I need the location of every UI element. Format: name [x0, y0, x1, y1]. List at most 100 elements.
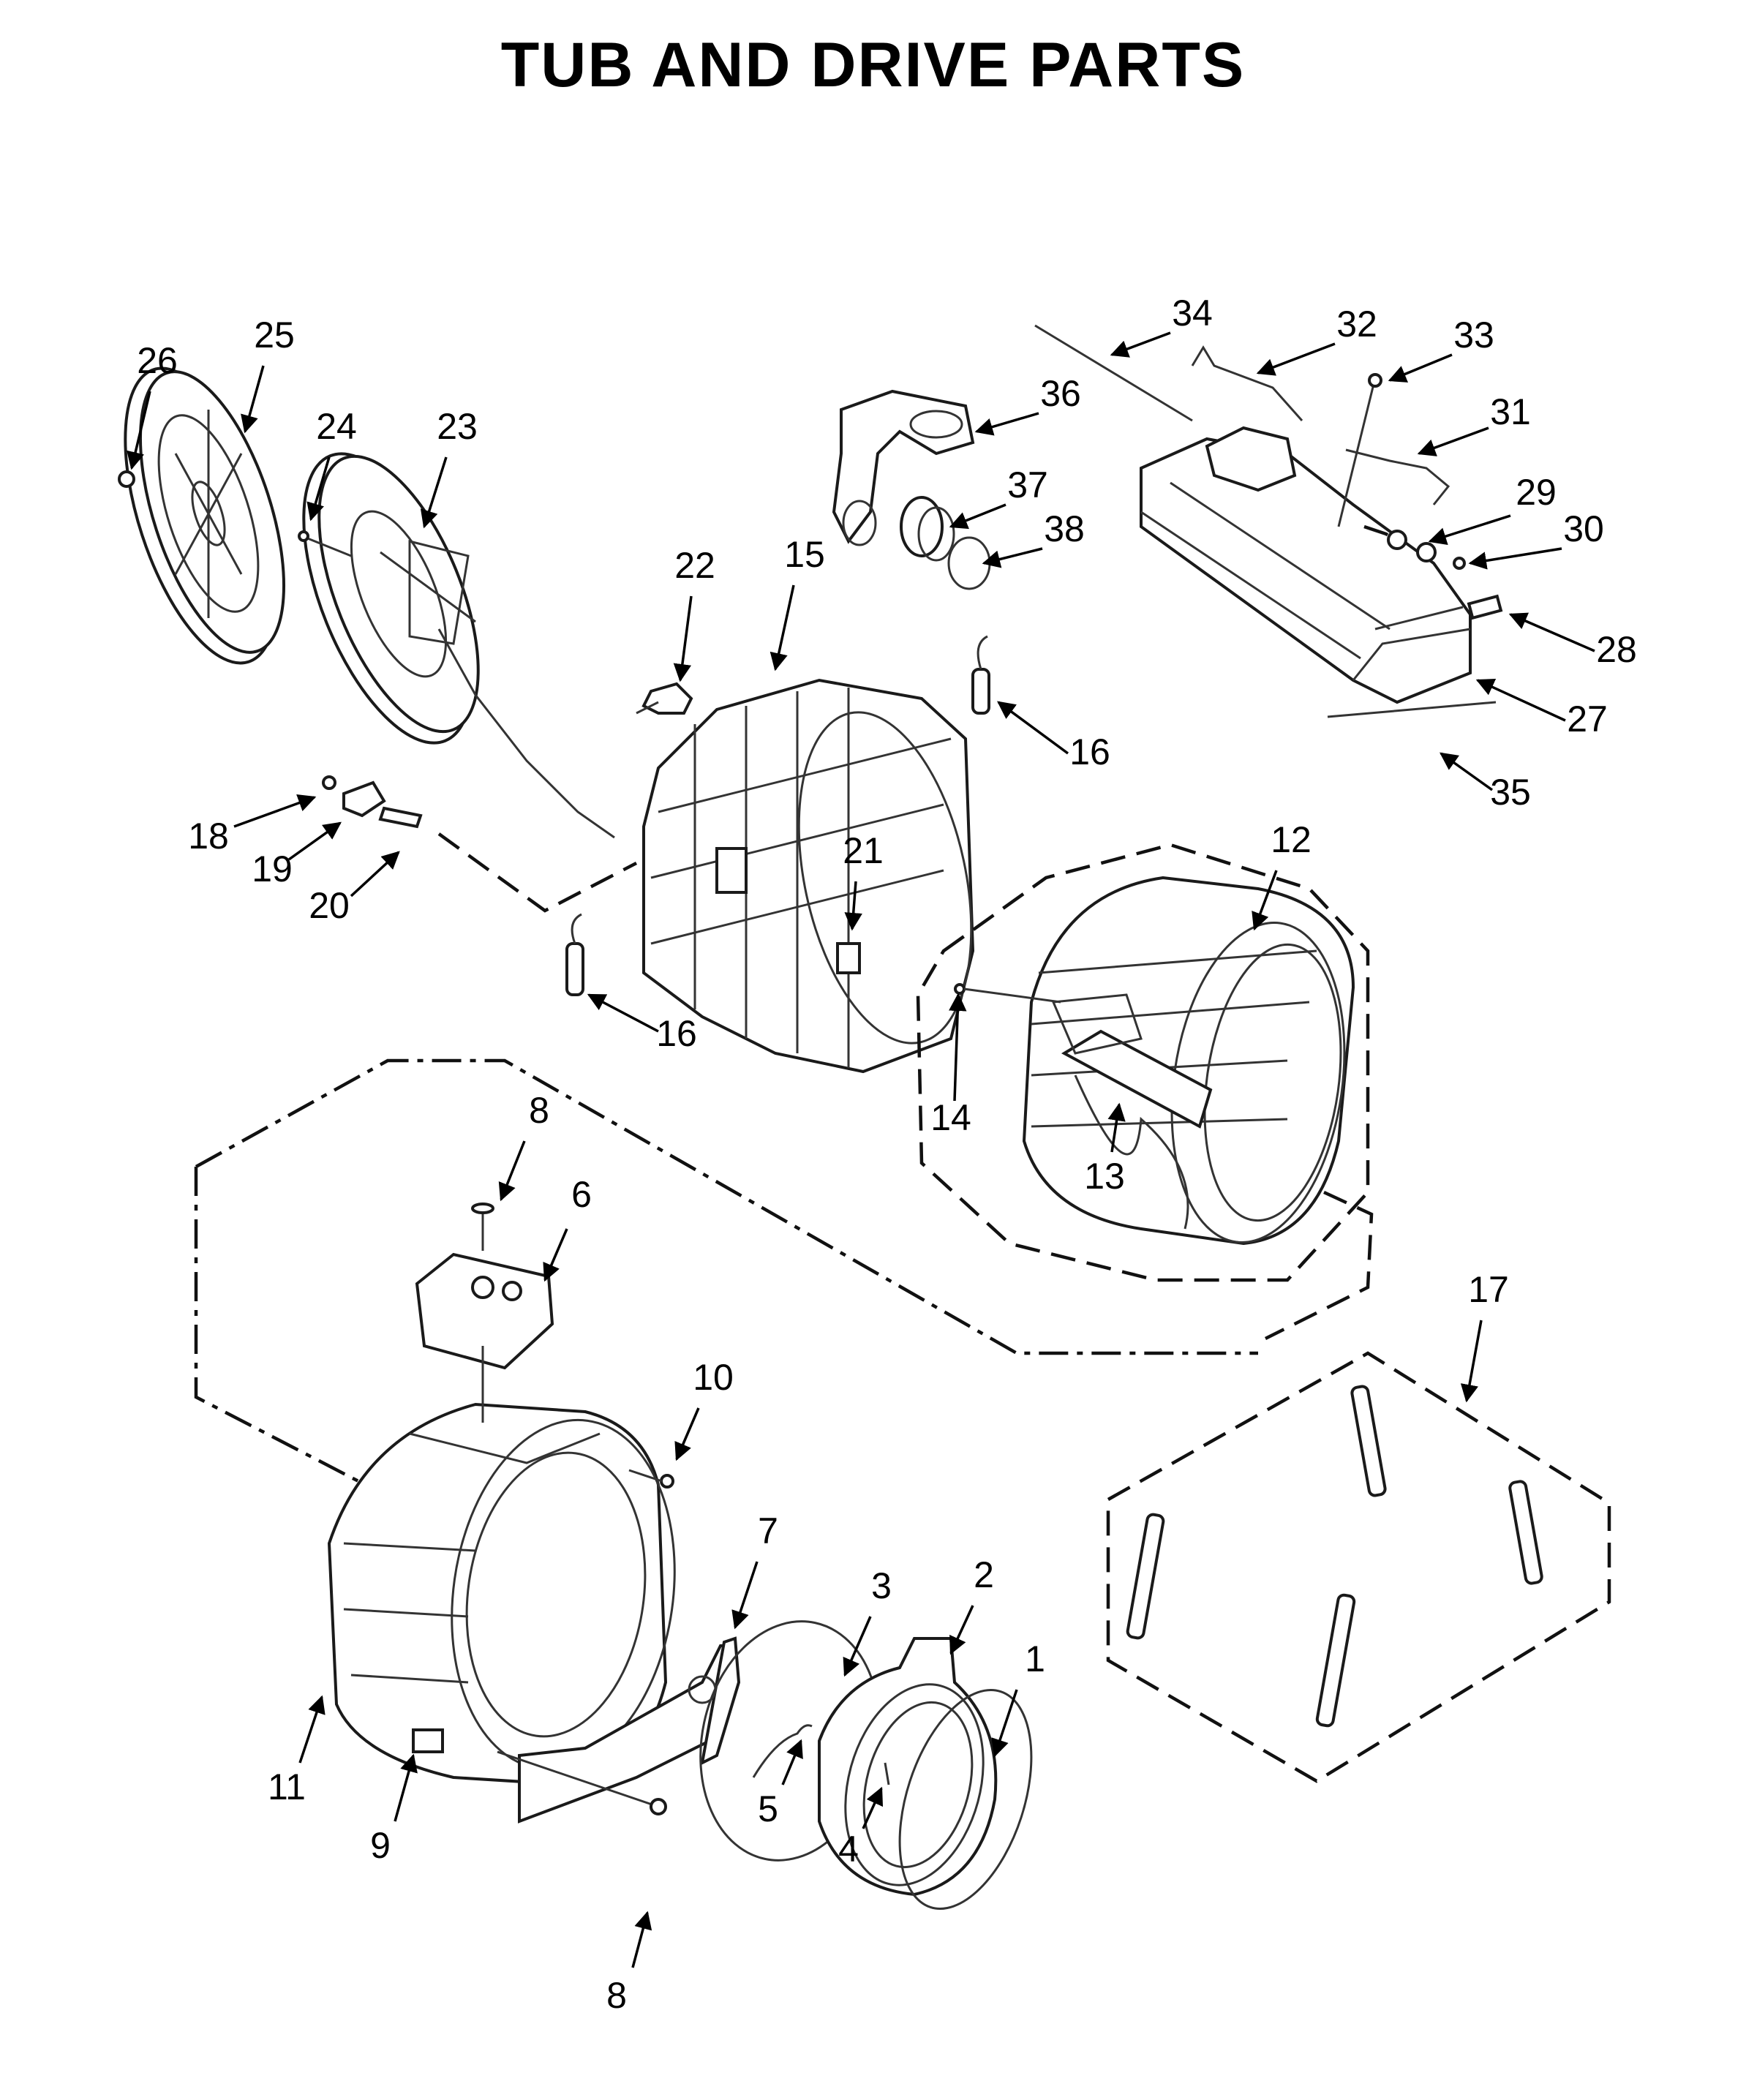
callout-label-c20: 20	[309, 885, 350, 926]
washer-part-26	[118, 470, 135, 488]
callout-leader-c18	[233, 794, 317, 828]
valve-part-29	[1363, 524, 1437, 562]
bolt-part-8-bottom	[497, 1750, 667, 1815]
screw-part-33	[1337, 373, 1382, 527]
callout-label-c8a: 8	[529, 1090, 549, 1131]
callout-leader-c3	[843, 1616, 872, 1677]
callout-label-c27: 27	[1567, 699, 1608, 739]
callout-label-c3: 3	[871, 1565, 892, 1606]
shock-absorber-1	[1126, 1513, 1165, 1640]
callout-label-c16a: 16	[1069, 731, 1110, 772]
callout-leader-c1	[991, 1689, 1018, 1758]
callout-leader-c37	[949, 503, 1006, 530]
callout-label-c10: 10	[693, 1357, 734, 1398]
spring-upper-16	[971, 635, 990, 715]
callout-label-c1: 1	[1025, 1638, 1045, 1679]
bellows-hose-36	[832, 389, 975, 546]
filter-part-37	[900, 496, 955, 562]
callout-leader-c19	[287, 821, 342, 861]
callout-leader-c17	[1460, 1320, 1483, 1403]
rod-part-34	[1034, 324, 1193, 422]
lifter-part-13	[1051, 993, 1213, 1230]
callout-label-c15: 15	[784, 534, 825, 575]
callout-label-c23: 23	[437, 406, 478, 447]
callout-label-c19: 19	[252, 848, 293, 889]
callout-leader-c32	[1256, 342, 1336, 376]
callout-label-c12: 12	[1271, 819, 1312, 860]
callout-label-c31: 31	[1490, 391, 1531, 432]
callout-leader-c15	[769, 584, 795, 671]
callout-label-c25: 25	[254, 315, 295, 355]
callout-leader-c35	[1440, 752, 1494, 791]
callout-leader-c8b	[631, 1911, 652, 1968]
callout-label-c17: 17	[1468, 1269, 1509, 1310]
callout-leader-c5	[781, 1739, 803, 1785]
callout-leader-c22	[673, 595, 693, 682]
front-tub-group-outline	[194, 1058, 1258, 1483]
callout-leader-c6	[543, 1228, 568, 1282]
door-boot-seal	[818, 1637, 998, 1897]
callout-label-c32: 32	[1336, 304, 1377, 345]
callout-label-c26: 26	[137, 340, 178, 381]
callout-leader-c26	[127, 391, 151, 470]
callout-leader-c30	[1468, 547, 1562, 570]
callout-label-c13: 13	[1084, 1156, 1125, 1197]
counterweight-top	[415, 1252, 554, 1423]
callout-leader-c14	[948, 993, 967, 1102]
diagram-title: TUB AND DRIVE PARTS	[500, 30, 1246, 100]
callout-label-c2: 2	[974, 1554, 994, 1595]
callout-label-c11: 11	[268, 1766, 306, 1807]
callout-label-c18: 18	[188, 816, 229, 857]
clamp-part-1	[898, 1689, 1033, 1910]
fitting-part-28	[1467, 594, 1503, 620]
clip-part-30	[1453, 557, 1466, 570]
bolt-part-10	[628, 1469, 674, 1489]
callout-label-c7: 7	[758, 1510, 778, 1551]
callout-leader-c25	[241, 365, 265, 434]
callout-leader-c2	[949, 1605, 974, 1655]
callout-label-c16b: 16	[656, 1013, 697, 1054]
sensor-part-22	[636, 682, 693, 715]
rotor-wheel	[124, 366, 286, 665]
rear-tub-half	[642, 678, 975, 1074]
stator	[302, 452, 480, 745]
callout-leader-c28	[1508, 612, 1595, 652]
callout-label-c22: 22	[674, 545, 715, 586]
callout-leader-c16a	[997, 701, 1069, 755]
callout-leader-c10	[674, 1407, 700, 1461]
callout-label-c9: 9	[370, 1825, 391, 1866]
bolt-part-8-top	[471, 1203, 494, 1251]
shock-absorber-3	[1508, 1480, 1543, 1585]
wire-part-31	[1345, 448, 1450, 505]
spring-lower-16	[565, 913, 584, 996]
callout-leader-c31	[1417, 426, 1489, 456]
shock-absorbers-outline	[1106, 1351, 1611, 1783]
callout-label-c35: 35	[1490, 772, 1531, 813]
callout-label-c34: 34	[1172, 293, 1213, 334]
callout-label-c4: 4	[838, 1829, 859, 1870]
wire-harness	[437, 628, 615, 839]
callout-leader-c38	[982, 547, 1043, 568]
callout-leader-c21	[844, 881, 862, 931]
callout-label-c38: 38	[1044, 508, 1085, 549]
inner-drum	[1022, 876, 1355, 1246]
callout-leader-c13	[1107, 1102, 1126, 1153]
screw-part-14	[954, 983, 1061, 1004]
wire-part-32	[1191, 345, 1303, 421]
callout-label-c8b: 8	[606, 1975, 627, 2016]
callout-label-c36: 36	[1040, 373, 1081, 414]
spring-part-5	[752, 1724, 813, 1778]
callout-leader-c9	[394, 1753, 418, 1822]
callout-leader-c23	[420, 456, 448, 529]
callout-label-c30: 30	[1563, 508, 1604, 549]
callout-label-c29: 29	[1516, 472, 1557, 513]
callout-label-c5: 5	[758, 1788, 778, 1829]
callout-leader-c24	[306, 456, 331, 522]
clamp-part-38	[947, 536, 991, 590]
callout-label-c21: 21	[843, 830, 884, 871]
front-tub-half	[327, 1402, 676, 1787]
bolt-part-24	[298, 530, 352, 557]
callout-label-c14: 14	[930, 1097, 971, 1138]
shock-absorber-2	[1350, 1385, 1387, 1497]
